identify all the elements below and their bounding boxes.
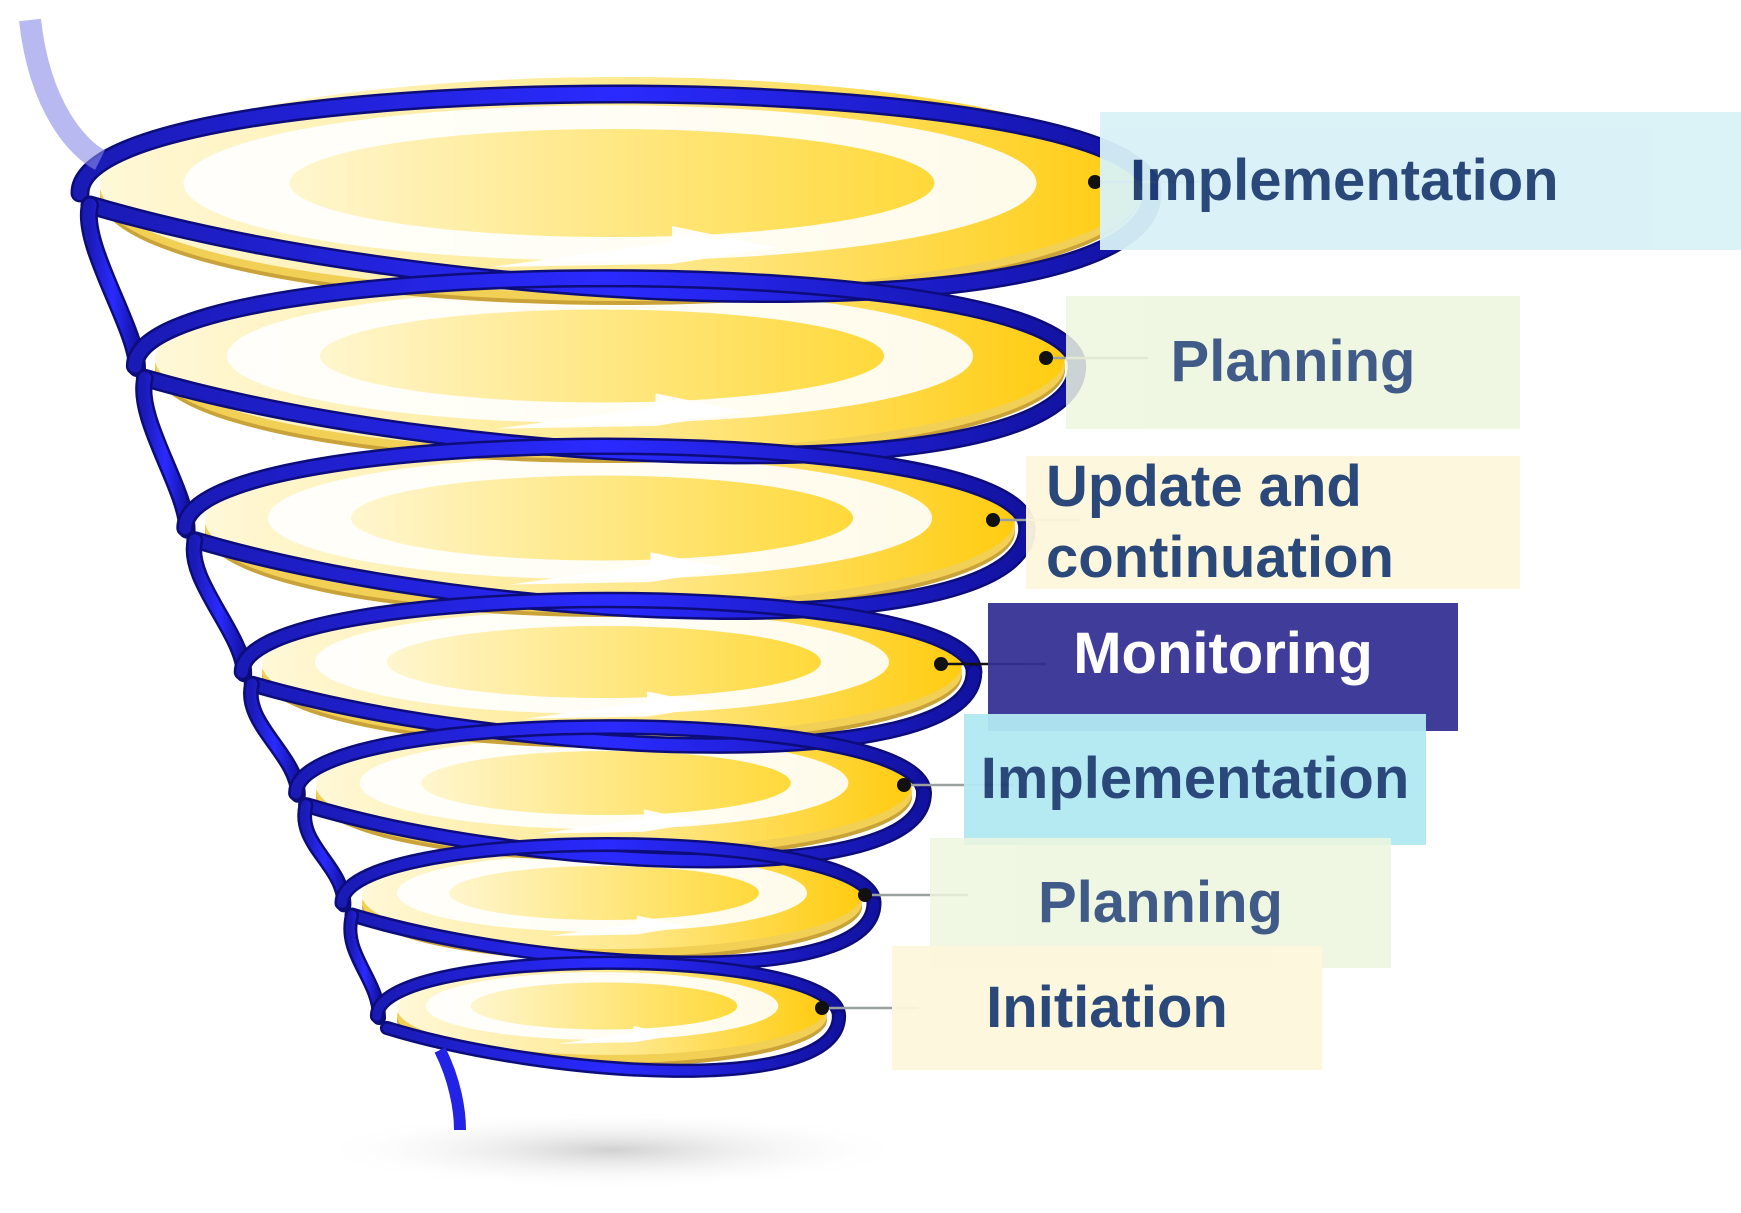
spiral-ribbon-segment-initiation	[369, 955, 847, 1078]
connector-dot	[1039, 351, 1053, 365]
connector-dot	[897, 778, 911, 792]
stage-label-update-continuation: Update and continuation	[1046, 453, 1394, 590]
connector-dot	[934, 657, 948, 671]
label-box-implementation-top: Implementation	[1100, 112, 1741, 250]
spiral-disc-implementation-lower	[316, 721, 912, 861]
spiral-disc-implementation-top	[100, 77, 1140, 305]
label-box-initiation: Initiation	[892, 946, 1322, 1070]
label-box-update-continuation: Update and continuation	[1026, 454, 1520, 590]
connector-dot	[858, 888, 872, 902]
connector-dot	[815, 1001, 829, 1015]
ground-shadow	[312, 1110, 912, 1190]
spiral-ribbon-tail	[19, 18, 106, 170]
stage-label-initiation: Initiation	[986, 974, 1228, 1040]
stage-label-monitoring: Monitoring	[1073, 621, 1373, 686]
spiral-disc-planning-upper	[155, 265, 1065, 463]
connector-dot	[986, 513, 1000, 527]
stage-label-planning-lower: Planning	[1038, 869, 1283, 935]
label-box-implementation-lower: Implementation	[964, 714, 1426, 845]
stage-label-implementation-top: Implementation	[1130, 147, 1559, 213]
label-box-monitoring: Monitoring	[988, 603, 1458, 731]
spiral-ribbon-bottom	[434, 1047, 466, 1131]
label-box-planning-upper: Planning	[1066, 296, 1520, 429]
stage-label-implementation-lower: Implementation	[980, 746, 1410, 812]
spiral-disc-monitoring	[262, 592, 962, 748]
stage-label-planning-upper: Planning	[1170, 329, 1416, 395]
spiral-disc-update-continuation	[205, 435, 1015, 617]
connector-dot	[1088, 175, 1102, 189]
spiral-disc-initiation	[397, 961, 827, 1067]
